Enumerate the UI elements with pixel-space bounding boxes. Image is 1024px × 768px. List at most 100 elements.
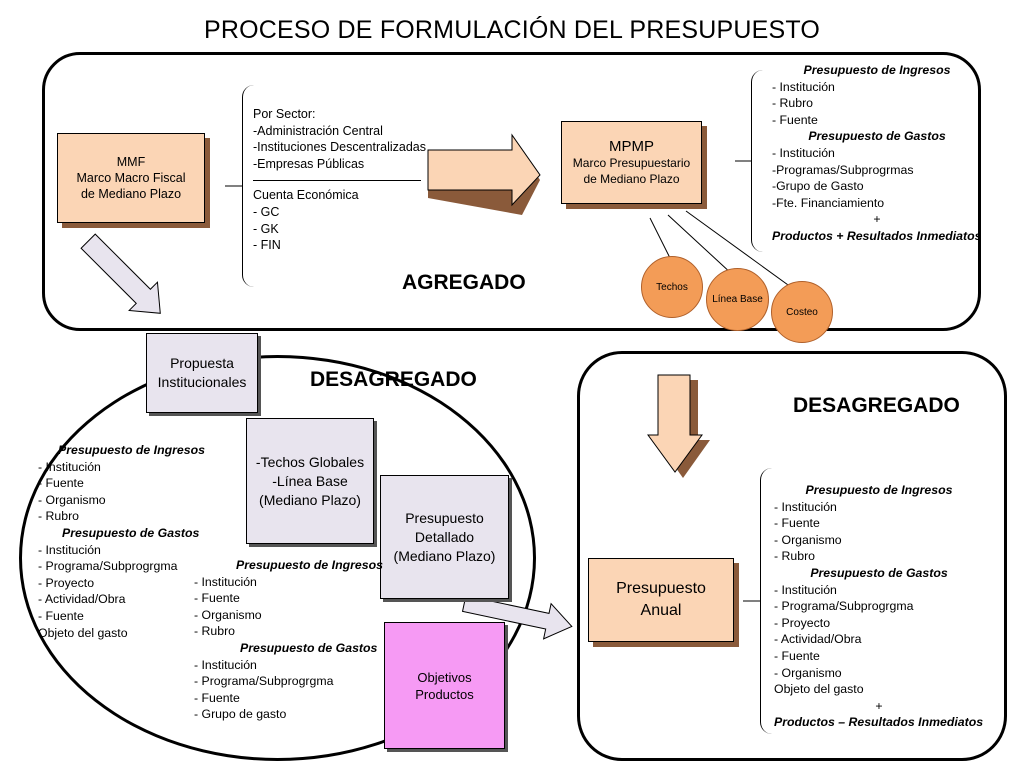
sector-line: -Administración Central bbox=[253, 123, 383, 138]
propuesta-box: Propuesta Institucionales bbox=[146, 333, 258, 413]
ingresos-item: - Institución bbox=[772, 79, 835, 94]
ingresos-item: - Rubro bbox=[194, 624, 236, 639]
ingresos-item: - Fuente bbox=[194, 591, 240, 606]
gastos-item: - Programa/Subprogrgma bbox=[774, 599, 914, 614]
plus-sign: + bbox=[875, 698, 883, 713]
ingresos-item: - Organismo bbox=[194, 607, 262, 622]
gastos-item: - Fuente bbox=[38, 608, 84, 623]
gastos-item: - Programa/Subprogrgma bbox=[38, 559, 178, 574]
ingresos-item: - Organismo bbox=[774, 532, 842, 547]
gastos-item: Objeto del gasto bbox=[774, 682, 864, 697]
detallado-line: (Mediano Plazo) bbox=[393, 547, 496, 564]
mpmp-line3: de Mediano Plazo bbox=[583, 171, 680, 186]
mpmp-acronym: MPMP bbox=[609, 137, 654, 155]
desagregado-right-frame bbox=[577, 351, 1007, 761]
techos-label: Techos bbox=[656, 281, 688, 293]
gastos-item: - Institución bbox=[194, 657, 257, 672]
plus-sign: + bbox=[873, 212, 881, 227]
anual-line: Presupuesto bbox=[616, 580, 706, 597]
linea-base-label: Línea Base bbox=[712, 294, 763, 305]
mmf-line3: de Mediano Plazo bbox=[80, 187, 182, 201]
mpmp-box: MPMP Marco Presupuestario de Mediano Pla… bbox=[561, 121, 702, 204]
gastos-item: Objeto del gasto bbox=[38, 625, 128, 640]
techos-line: -Techos Globales bbox=[255, 453, 365, 470]
sector-line: -Empresas Públicas bbox=[253, 156, 365, 171]
mmf-acronym: MMF bbox=[116, 155, 146, 169]
arrow-diagonal-icon bbox=[80, 233, 161, 314]
presupuesto-anual-box: Presupuesto Anual bbox=[588, 558, 734, 642]
techos-circle: Techos bbox=[641, 256, 703, 318]
mmf-line2: Marco Macro Fiscal bbox=[76, 171, 186, 185]
arrow-to-anual-icon bbox=[461, 595, 573, 640]
ingresos-item: - Rubro bbox=[772, 96, 814, 111]
gastos-item: - Proyecto bbox=[38, 575, 95, 590]
objetivos-productos-box: Objetivos Productos bbox=[384, 622, 505, 749]
ingresos-item: - Organismo bbox=[38, 492, 106, 507]
arrow-right-3d-icon bbox=[427, 133, 541, 215]
linea-base-circle: Línea Base bbox=[706, 268, 769, 331]
gastos-heading: Presupuesto de Gastos bbox=[62, 525, 200, 540]
ingresos-item: - Rubro bbox=[774, 549, 816, 564]
gastos-item: - Proyecto bbox=[774, 615, 831, 630]
productos-footer: Productos + Resultados Inmediatos bbox=[772, 228, 982, 243]
ingresos-item: - Fuente bbox=[774, 516, 820, 531]
gastos-item: - Actividad/Obra bbox=[774, 632, 862, 647]
desagregado-left-label: DESAGREGADO bbox=[310, 368, 477, 391]
presupuesto-detallado-box: Presupuesto Detallado (Mediano Plazo) bbox=[380, 475, 509, 599]
ingresos-heading: Presupuesto de Ingresos bbox=[803, 63, 951, 77]
gastos-item: - Grupo de gasto bbox=[194, 707, 287, 722]
gastos-heading: Presupuesto de Gastos bbox=[240, 640, 378, 655]
desagregado-right-label: DESAGREGADO bbox=[793, 394, 960, 417]
gastos-item: - Institución bbox=[774, 582, 837, 597]
sector-brace bbox=[242, 85, 257, 287]
objetivos-line: Objetivos bbox=[417, 669, 472, 685]
detallado-line: Detallado bbox=[414, 528, 475, 545]
economica-line: Cuenta Económica bbox=[253, 188, 359, 203]
desagregado-right-brace bbox=[760, 468, 775, 734]
agregado-right-list: Presupuesto de Ingresos - Institución - … bbox=[772, 62, 982, 245]
mmf-box: MMF Marco Macro Fiscal de Mediano Plazo bbox=[57, 133, 205, 223]
gastos-item: - Institución bbox=[38, 542, 101, 557]
desagregado-left-ellipse bbox=[19, 355, 536, 761]
sector-line: Por Sector: bbox=[253, 107, 316, 121]
gastos-item: - Programa/Subprogrgma bbox=[194, 674, 334, 689]
gastos-item: - Actividad/Obra bbox=[38, 592, 126, 607]
gastos-heading: Presupuesto de Gastos bbox=[810, 565, 948, 580]
ingresos-item: - Institución bbox=[194, 574, 257, 589]
ingresos-heading: Presupuesto de Ingresos bbox=[236, 558, 383, 572]
ingresos-item: - Rubro bbox=[38, 509, 80, 524]
ingresos-heading: Presupuesto de Ingresos bbox=[805, 483, 953, 497]
ingresos-heading: Presupuesto de Ingresos bbox=[58, 443, 205, 457]
ingresos-item: - Fuente bbox=[772, 112, 818, 127]
gastos-item: -Fte. Financiamiento bbox=[772, 195, 885, 210]
desagregado-left-list2: Presupuesto de Ingresos - Institución - … bbox=[194, 557, 383, 723]
economica-line: - GK bbox=[253, 221, 279, 236]
agregado-label: AGREGADO bbox=[402, 271, 526, 294]
objetivos-line: Productos bbox=[415, 686, 474, 702]
propuesta-line: Propuesta bbox=[170, 355, 234, 371]
productos-footer: Productos – Resultados Inmediatos bbox=[774, 715, 984, 730]
ingresos-item: - Institución bbox=[774, 499, 837, 514]
sector-list: Por Sector: -Administración Central -Ins… bbox=[253, 106, 426, 254]
gastos-item: - Fuente bbox=[774, 648, 820, 663]
desagregado-left-list1: Presupuesto de Ingresos - Institución - … bbox=[38, 442, 205, 641]
propuesta-line: Institucionales bbox=[157, 374, 247, 390]
detallado-line: Presupuesto bbox=[405, 509, 484, 526]
agregado-right-brace bbox=[751, 70, 766, 252]
sector-divider bbox=[253, 180, 421, 182]
anual-line: Anual bbox=[640, 602, 682, 619]
agregado-frame bbox=[42, 52, 981, 331]
ingresos-item: - Institución bbox=[38, 459, 101, 474]
costeo-circle: Costeo bbox=[771, 281, 833, 343]
sector-line: -Instituciones Descentralizadas bbox=[253, 140, 426, 155]
gastos-item: - Fuente bbox=[194, 690, 240, 705]
costeo-label: Costeo bbox=[786, 306, 818, 318]
gastos-heading: Presupuesto de Gastos bbox=[808, 129, 946, 144]
economica-line: - GC bbox=[253, 204, 280, 219]
desagregado-right-list: Presupuesto de Ingresos - Institución - … bbox=[774, 482, 984, 731]
economica-line: - FIN bbox=[253, 238, 281, 253]
techos-line: -Línea Base bbox=[272, 472, 348, 489]
gastos-item: - Institución bbox=[772, 145, 835, 160]
techos-line: (Mediano Plazo) bbox=[259, 491, 361, 508]
